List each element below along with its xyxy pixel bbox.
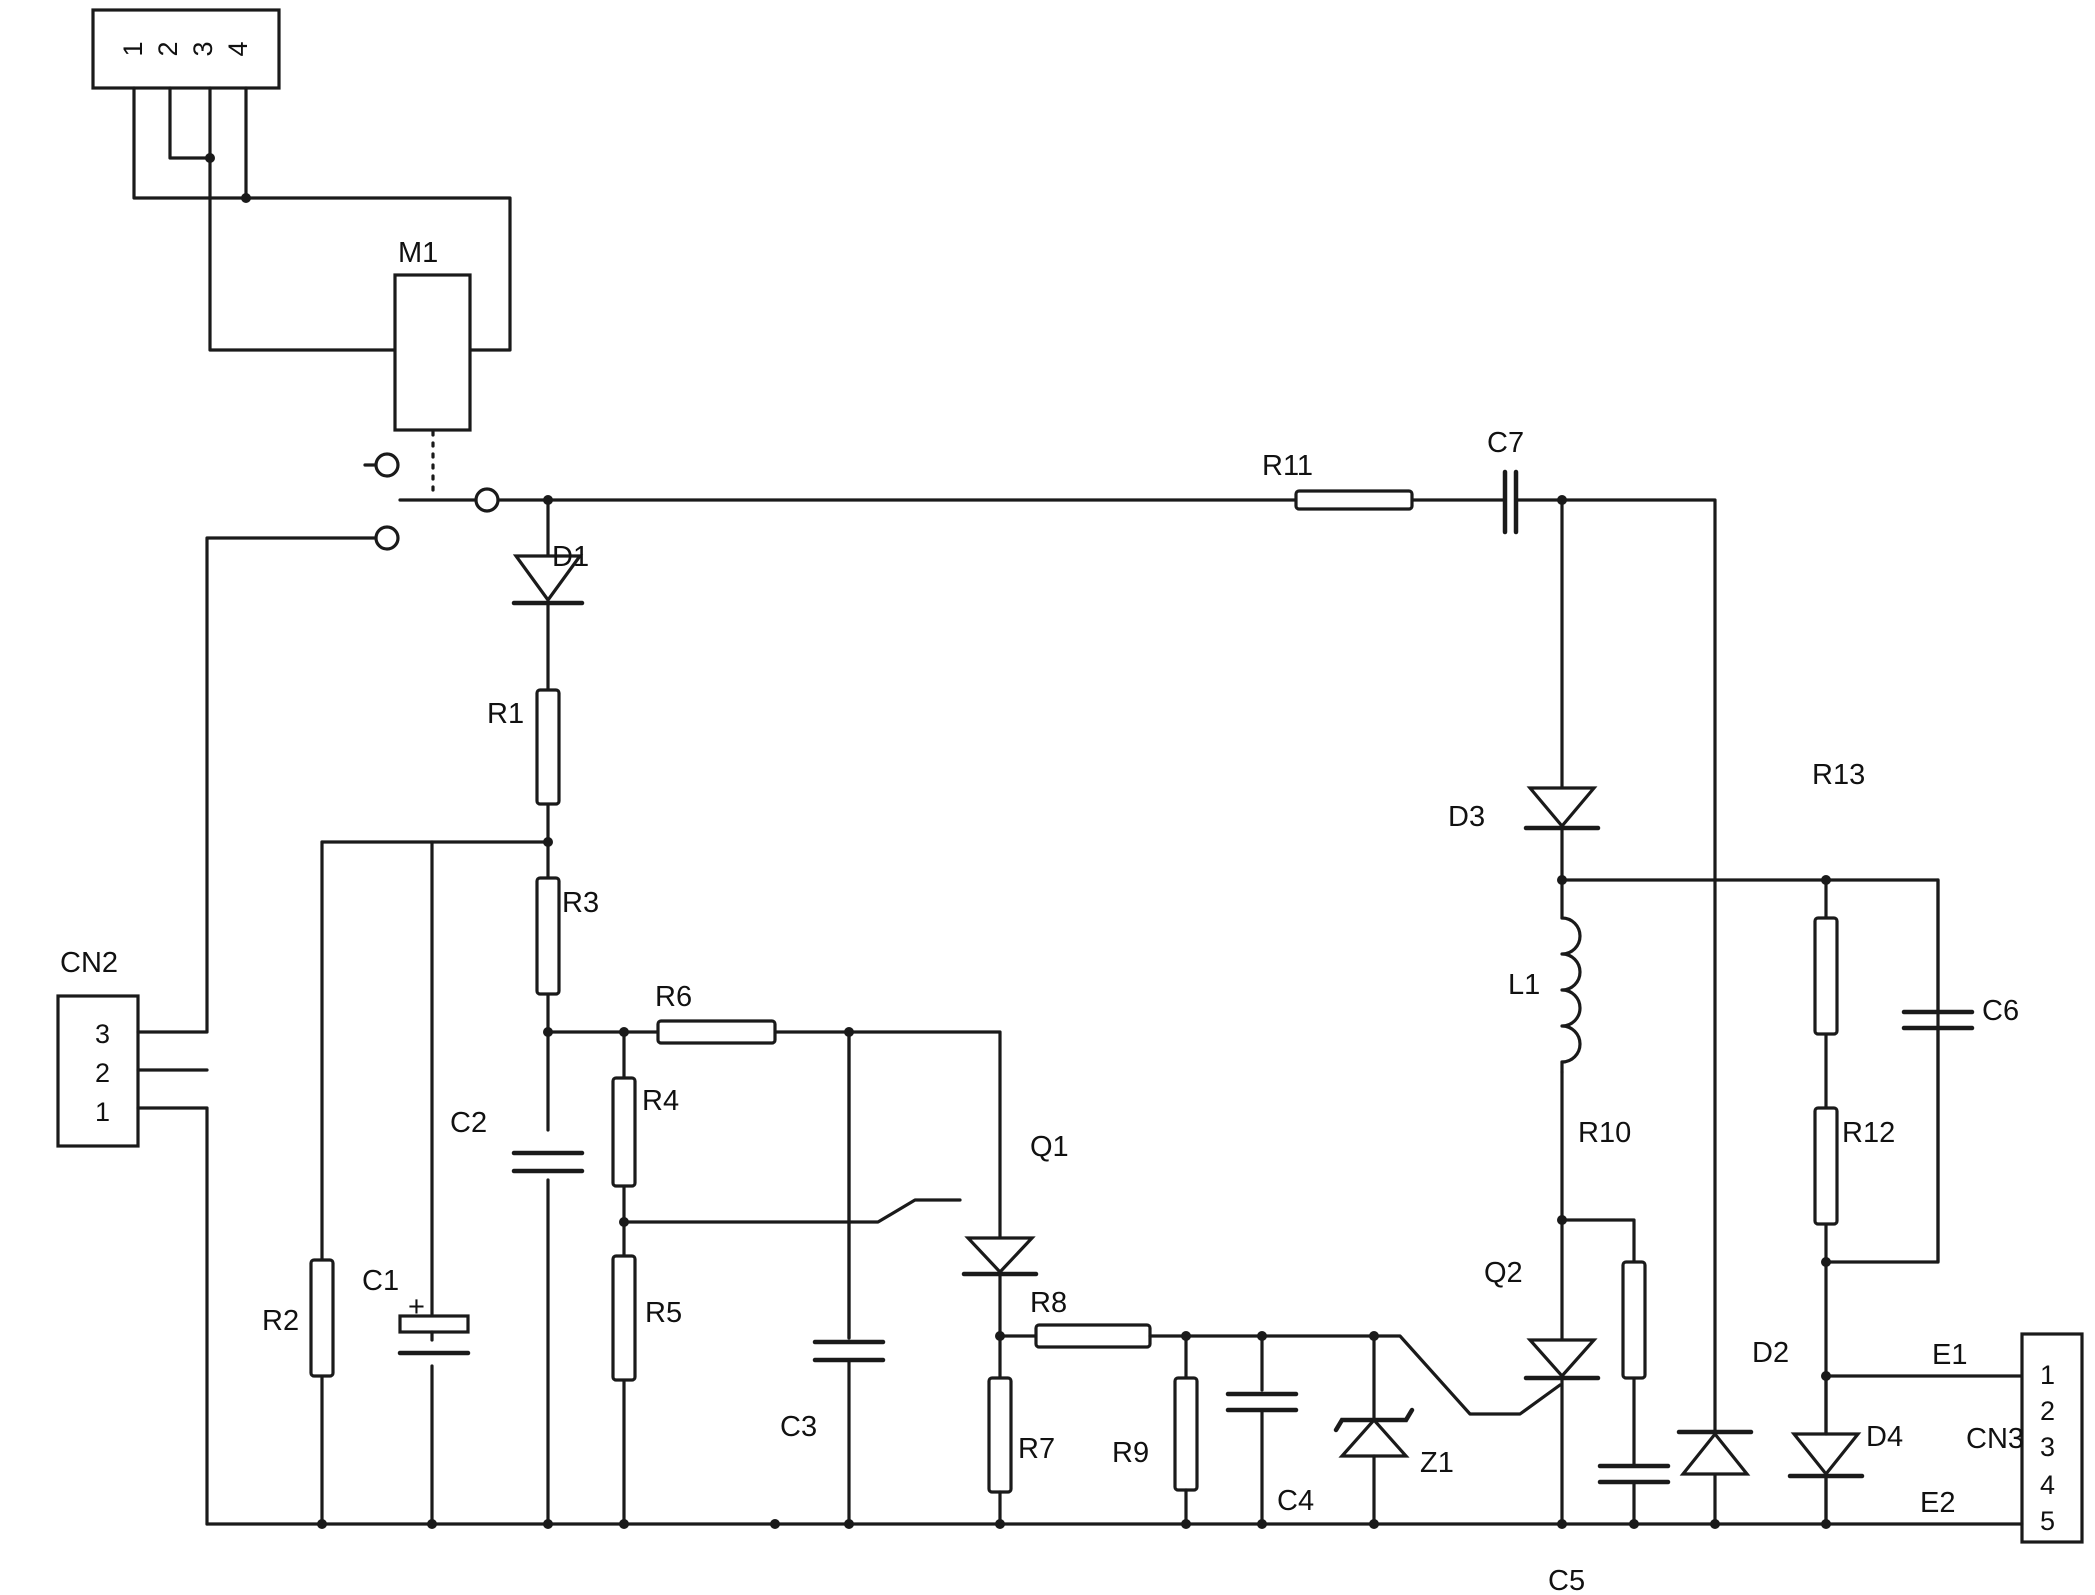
label-d1: D1 bbox=[552, 541, 589, 573]
resistor-r5: R5 bbox=[611, 1254, 682, 1382]
resistor-snubber bbox=[1621, 1260, 1647, 1380]
resistor-r1: R1 bbox=[487, 688, 561, 806]
diode-d4: D4 bbox=[1787, 1374, 1903, 1526]
cn3-pin-2: 2 bbox=[2040, 1396, 2055, 1426]
label-r2: R2 bbox=[262, 1305, 299, 1337]
label-r3: R3 bbox=[562, 887, 599, 919]
resistor-r11: R11 bbox=[1262, 450, 1414, 511]
label-r11: R11 bbox=[1262, 450, 1313, 482]
c1-polarity-plus: + bbox=[408, 1291, 425, 1323]
label-q1: Q1 bbox=[1030, 1131, 1069, 1163]
label-c6: C6 bbox=[1982, 995, 2019, 1027]
top-rail bbox=[496, 495, 1717, 1527]
top-pin-4: 4 bbox=[223, 41, 253, 56]
connector-cn2: 3 2 1 CN2 bbox=[56, 947, 140, 1148]
capacitor-c3: C3 bbox=[780, 1030, 886, 1443]
diode-d1: D1 bbox=[511, 541, 589, 606]
label-z1: Z1 bbox=[1420, 1447, 1454, 1479]
relay-switch bbox=[363, 430, 500, 551]
label-r6: R6 bbox=[655, 981, 692, 1013]
zener-z1: Z1 bbox=[1333, 1334, 1454, 1526]
top-pin-3: 3 bbox=[188, 41, 218, 56]
label-c5: C5 bbox=[1548, 1565, 1585, 1595]
label-r8: R8 bbox=[1030, 1287, 1067, 1319]
resistor-r8: R8 bbox=[995, 1287, 1562, 1416]
cn2-pin-3: 3 bbox=[95, 1019, 110, 1049]
cn3-pin-5: 5 bbox=[2040, 1506, 2055, 1536]
label-r7: R7 bbox=[1018, 1433, 1055, 1465]
top-connector-wiring bbox=[132, 86, 512, 352]
label-d2: D2 bbox=[1752, 1337, 1789, 1369]
right-branch-wiring bbox=[1557, 498, 2024, 1526]
label-r5: R5 bbox=[645, 1297, 682, 1329]
label-l1: L1 bbox=[1508, 969, 1540, 1001]
resistor-r3: R3 bbox=[535, 876, 599, 996]
cn2-pin-1: 1 bbox=[95, 1097, 110, 1127]
thyristor-q2: Q2 bbox=[1484, 1257, 1601, 1381]
label-r13: R13 bbox=[1812, 759, 1865, 791]
label-c4: C4 bbox=[1277, 1485, 1314, 1517]
cn2-wiring bbox=[136, 536, 378, 1526]
resistor-r2: R2 bbox=[262, 1258, 335, 1378]
label-group-r10: R10 bbox=[1578, 1117, 1631, 1149]
diode-d2: D2 bbox=[1676, 1337, 1789, 1476]
resistor-r13: R13 bbox=[1812, 759, 1865, 1036]
resistor-r9: R9 bbox=[1112, 1334, 1199, 1526]
top-pin-1: 1 bbox=[118, 41, 148, 56]
resistor-r7: R7 bbox=[987, 1338, 1055, 1526]
label-d3: D3 bbox=[1448, 801, 1485, 833]
ground-rail bbox=[205, 1519, 2024, 1529]
capacitor-c1: C1 + bbox=[362, 1265, 471, 1356]
capacitor-c4: C4 bbox=[1225, 1334, 1314, 1526]
label-r12: R12 bbox=[1842, 1117, 1895, 1149]
label-cn2: CN2 bbox=[60, 947, 118, 979]
label-cn3: CN3 bbox=[1966, 1423, 2024, 1455]
diode-d3: D3 bbox=[1448, 786, 1601, 833]
inductor-l1: L1 bbox=[1508, 916, 1582, 1074]
resistor-r12: R12 bbox=[1813, 1106, 1895, 1226]
top-pin-2: 2 bbox=[153, 41, 183, 56]
label-r10: R10 bbox=[1578, 1117, 1631, 1149]
relay-coil-m1: M1 bbox=[393, 237, 472, 432]
label-e2: E2 bbox=[1920, 1487, 1955, 1519]
label-c7: C7 bbox=[1487, 427, 1524, 459]
capacitor-c5: C5 bbox=[1548, 1463, 1671, 1595]
cn3-pin-1: 1 bbox=[2040, 1360, 2055, 1390]
label-c3: C3 bbox=[780, 1411, 817, 1443]
label-c2: C2 bbox=[450, 1107, 487, 1139]
cn3-pin-4: 4 bbox=[2040, 1470, 2055, 1500]
label-r9: R9 bbox=[1112, 1437, 1149, 1469]
resistor-r6: R6 bbox=[655, 981, 777, 1045]
capacitor-c6: C6 bbox=[1901, 995, 2019, 1031]
label-c1: C1 bbox=[362, 1265, 399, 1297]
capacitor-c2: C2 bbox=[450, 1107, 585, 1174]
capacitor-c7: C7 bbox=[1487, 427, 1524, 535]
label-r1: R1 bbox=[487, 698, 524, 730]
top-connector: 1 2 3 4 bbox=[91, 8, 281, 90]
label-r4: R4 bbox=[642, 1085, 679, 1117]
label-m1: M1 bbox=[398, 237, 438, 269]
label-e1: E1 bbox=[1932, 1339, 1967, 1371]
resistor-r4: R4 bbox=[611, 1076, 679, 1188]
label-d4: D4 bbox=[1866, 1421, 1903, 1453]
thyristor-q1: Q1 bbox=[961, 1131, 1069, 1342]
label-q2: Q2 bbox=[1484, 1257, 1523, 1289]
cn2-pin-2: 2 bbox=[95, 1058, 110, 1088]
connector-cn3: 1 2 3 4 5 CN3 E1 E2 bbox=[1920, 1332, 2084, 1544]
cn3-pin-3: 3 bbox=[2040, 1432, 2055, 1462]
